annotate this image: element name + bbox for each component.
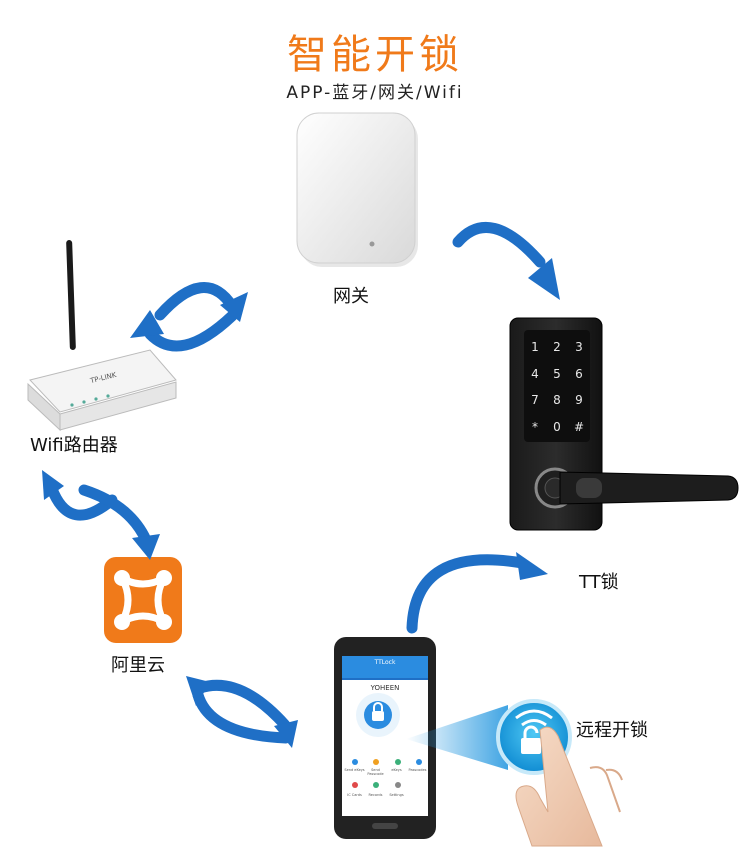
app-menu-icons xyxy=(352,759,422,788)
label-router: Wifi路由器 xyxy=(30,435,118,456)
app-menu-item[interactable]: IC Cards xyxy=(347,793,362,797)
keypad-key: 2 xyxy=(553,340,561,355)
keypad-key: 6 xyxy=(575,366,583,381)
app-menu-item[interactable]: Settings xyxy=(389,793,404,797)
hand-icon xyxy=(515,726,623,847)
label-lock: TT锁 xyxy=(579,572,619,593)
keypad-key: 4 xyxy=(531,366,539,381)
connection-arrows xyxy=(46,222,546,744)
label-remote-unlock: 远程开锁 xyxy=(576,720,648,741)
keypad-key: 1 xyxy=(531,340,539,355)
arrow-router-to-gateway xyxy=(154,282,238,321)
app-menu-item[interactable]: eKeys xyxy=(391,768,402,772)
keypad-key: 0 xyxy=(553,419,561,434)
app-lock-name: YOHEEN xyxy=(370,684,400,692)
app-menu-item[interactable]: Records xyxy=(368,793,383,797)
router-leds xyxy=(70,394,110,407)
keypad-key: # xyxy=(573,419,585,434)
remote-beam xyxy=(406,705,508,770)
keypad-key: 3 xyxy=(575,340,583,355)
keypad-key: 7 xyxy=(531,393,539,408)
app-title: TTLock xyxy=(374,659,396,666)
keypad-key: * xyxy=(532,419,538,434)
keypad-key: 5 xyxy=(553,366,561,381)
keypad-key: 9 xyxy=(575,393,583,408)
arrow-heads xyxy=(42,258,560,748)
arrow-phone-to-lock xyxy=(406,554,528,634)
label-aliyun: 阿里云 xyxy=(111,655,165,676)
arrow-gateway-to-lock xyxy=(452,222,546,268)
arrow-aliyun-to-router xyxy=(78,484,152,546)
app-menu-item[interactable]: Send Passcode xyxy=(367,768,384,776)
smart-lock xyxy=(509,317,739,531)
page-title: 智能开锁 xyxy=(287,32,463,78)
router-device xyxy=(27,240,177,432)
smartphone xyxy=(334,637,436,839)
page-subtitle: APP-蓝牙/网关/Wifi xyxy=(286,83,464,103)
arrow-router-to-aliyun xyxy=(46,483,118,521)
app-menu-item[interactable]: Send eKeys xyxy=(344,768,365,772)
gateway-device xyxy=(296,112,418,267)
aliyun-logo xyxy=(104,557,182,643)
keypad-key: 8 xyxy=(553,393,561,408)
arrow-phone-to-aliyun xyxy=(192,689,292,744)
arrow-aliyun-to-phone xyxy=(194,679,291,731)
arrow-gateway-to-router xyxy=(144,310,238,352)
app-menu-item[interactable]: Passcodes xyxy=(408,768,427,772)
label-gateway: 网关 xyxy=(333,286,369,307)
